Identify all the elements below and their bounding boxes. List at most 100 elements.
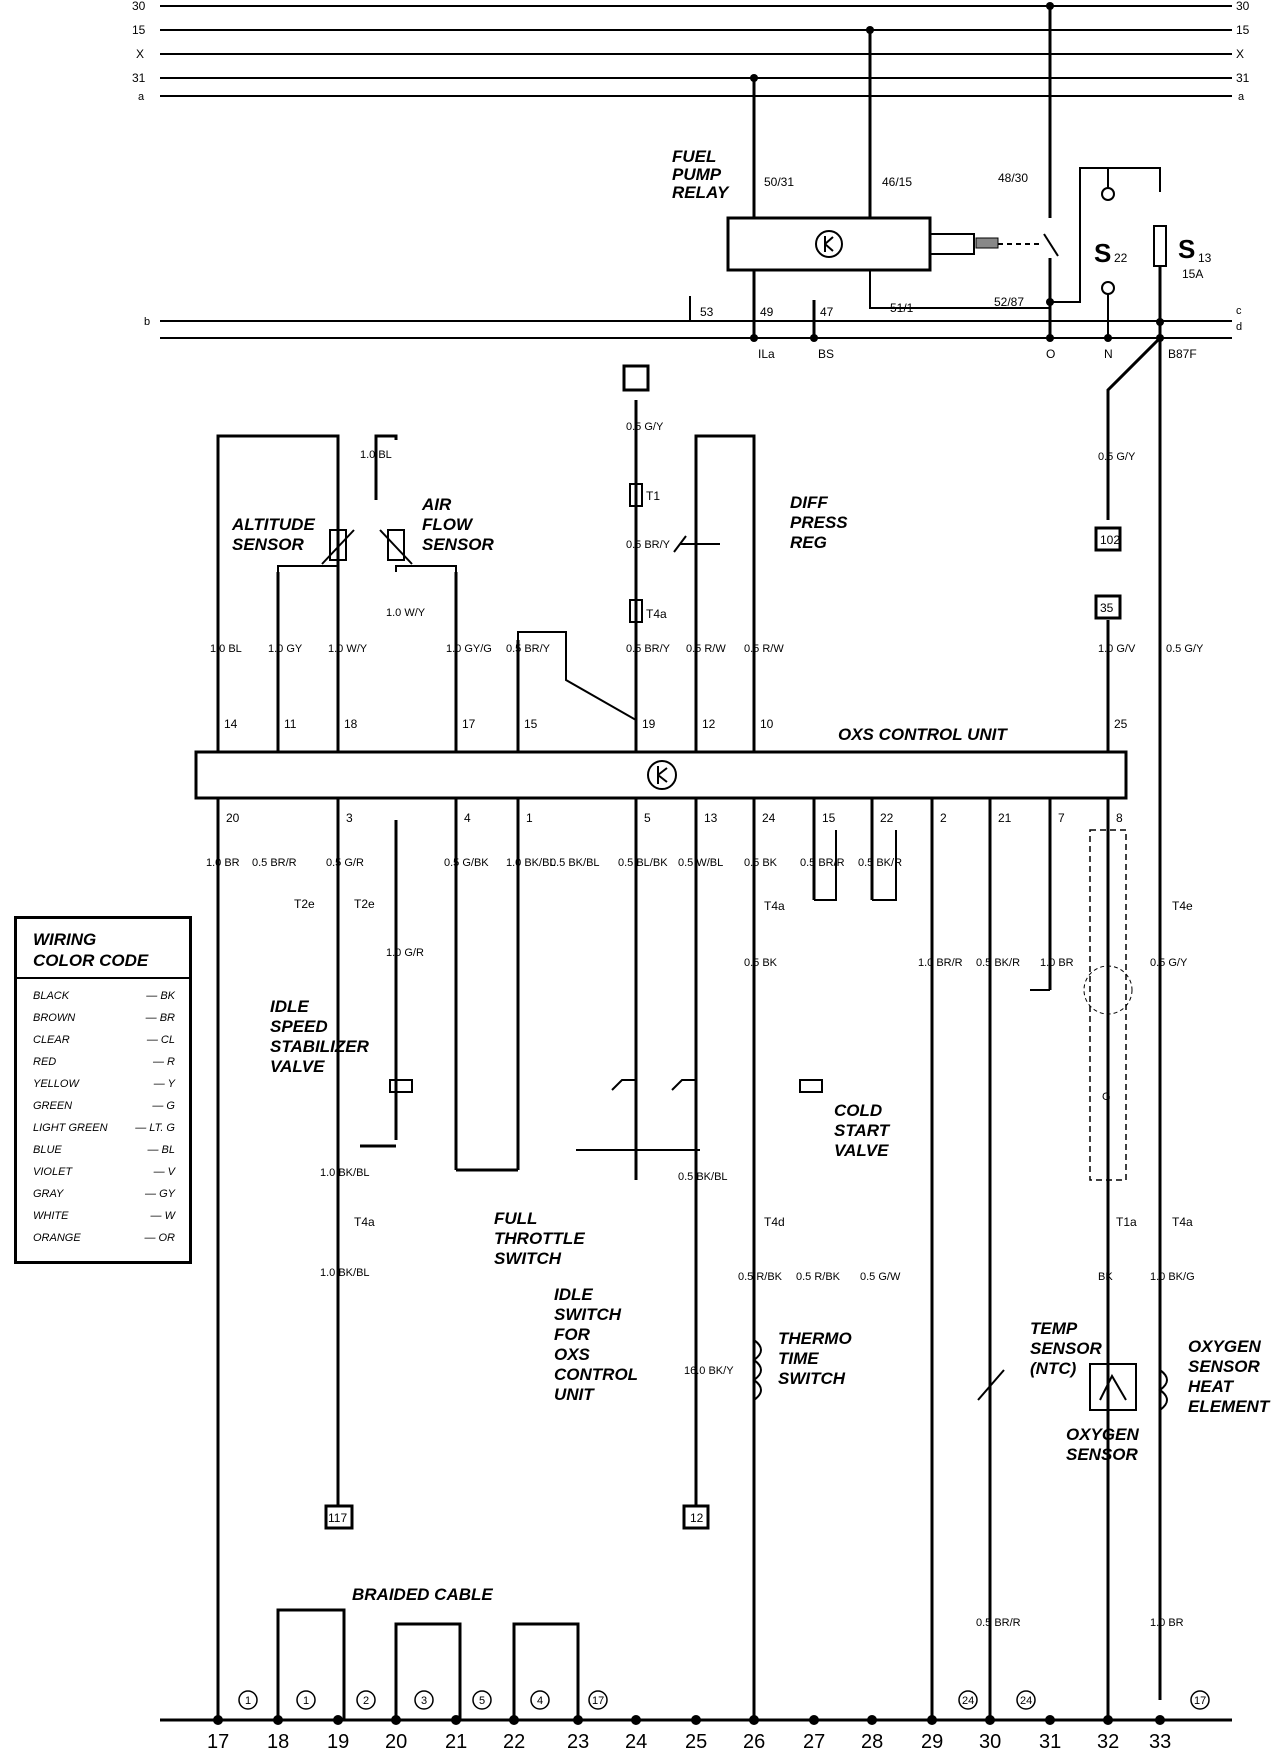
legend-color-name: RED <box>33 1056 57 1068</box>
wire-b2-label: 1.0 BR/R <box>918 957 963 969</box>
idle-switch-label-4: OXS <box>554 1345 591 1364</box>
wire-b24-label: 0.5 BK <box>744 857 778 869</box>
top-pin-11: 11 <box>284 717 297 731</box>
idle-switch-label-6: UNIT <box>554 1385 595 1404</box>
ground-ref-circle-5 <box>530 1690 550 1710</box>
wire-bkbl3-label: 0.5 BK/BL <box>678 1171 728 1183</box>
wire-gy-t1-label: 0.5 G/Y <box>626 421 664 433</box>
wire-14-label: 1.0 BL <box>210 643 242 655</box>
thermo-label-2: TIME <box>778 1349 819 1368</box>
connector-o: O <box>1046 347 1055 361</box>
oxs-control-unit: OXS CONTROL UNIT <box>194 725 1128 800</box>
ground-junction-28 <box>867 1715 877 1725</box>
top-pin-12: 12 <box>702 717 716 731</box>
bottom-pin-13: 13 <box>704 811 718 825</box>
ground-junction-17 <box>213 1715 223 1725</box>
top-pin-17: 17 <box>462 717 476 731</box>
top-pin-19: 19 <box>642 717 656 731</box>
track-number-26: 26 <box>743 1731 765 1753</box>
legend-color-code: — BL <box>147 1144 175 1156</box>
track-number-22: 22 <box>503 1731 525 1753</box>
connector-t2e-2: T2e <box>354 897 375 911</box>
wire-g-label: G <box>1102 1091 1111 1103</box>
track-number-32: 32 <box>1097 1731 1119 1753</box>
legend-row: BROWN— BR <box>17 1007 189 1029</box>
track-number-29: 29 <box>921 1731 943 1753</box>
bottom-pin-2: 2 <box>940 811 947 825</box>
connector-t4a-left: T4a <box>354 1215 375 1229</box>
wire-bkg-label: 1.0 BK/G <box>1150 1271 1195 1283</box>
legend-row: ORANGE— OR <box>17 1227 189 1249</box>
wire-b13-label: 0.5 W/BL <box>678 857 723 869</box>
heat-element-label-4: ELEMENT <box>1188 1397 1271 1416</box>
legend-row: YELLOW— Y <box>17 1073 189 1095</box>
legend-color-code: — CL <box>146 1034 175 1046</box>
wire-102-label: 0.5 G/Y <box>1098 451 1136 463</box>
wire-bk-label: BK <box>1098 1271 1113 1283</box>
wire-b16-label: 16.0 BK/Y <box>684 1365 734 1377</box>
ground-junction-29 <box>927 1715 937 1725</box>
idle-switch-label-3: FOR <box>554 1325 591 1344</box>
bus-label-15-right: 15 <box>1236 23 1250 37</box>
wire-25-label: 1.0 G/V <box>1098 643 1136 655</box>
fuse-s22: S <box>1094 238 1111 268</box>
ground-ref-7: 24 <box>962 1695 974 1707</box>
legend-color-name: BLACK <box>33 990 70 1002</box>
idle-switch-label-1: IDLE <box>554 1285 593 1304</box>
legend-row: GREEN— G <box>17 1095 189 1117</box>
legend-color-code: — W <box>150 1210 175 1222</box>
track-number-31: 31 <box>1039 1731 1061 1753</box>
ground-ref-circle-3 <box>414 1690 434 1710</box>
bottom-pin-24: 24 <box>762 811 776 825</box>
bottom-pin-20: 20 <box>226 811 240 825</box>
wire-bl-label: 1.0 BL <box>360 449 392 461</box>
temp-sensor-label-2: SENSOR <box>1030 1339 1103 1358</box>
full-throttle-label-1: FULL <box>494 1209 537 1228</box>
connector-ila: ILa <box>758 347 775 361</box>
legend-color-name: GREEN <box>33 1100 73 1112</box>
track-number-20: 20 <box>385 1731 407 1753</box>
bus-label-31-right: 31 <box>1236 71 1250 85</box>
idle-valve-label-2: SPEED <box>270 1017 328 1036</box>
box-117: 117 <box>328 1511 347 1525</box>
ground-ref-circle-4 <box>472 1690 492 1710</box>
wire-b3-label: 0.5 G/R <box>326 857 364 869</box>
bottom-pin-1: 1 <box>526 811 533 825</box>
top-pin-10: 10 <box>760 717 774 731</box>
relay-pin-51: 51/1 <box>890 301 914 315</box>
bus-label-x-right: X <box>1236 47 1244 61</box>
wire-b7-label: 1.0 BR <box>1040 957 1074 969</box>
diff-label-1: DIFF <box>790 493 828 512</box>
connector-b87f: B87F <box>1168 347 1197 361</box>
relay-pin-47: 47 <box>820 305 834 319</box>
wire-15-label: 0.5 BR/Y <box>506 643 551 655</box>
top-pin-14: 14 <box>224 717 238 731</box>
wire-b24b-label: 0.5 BK <box>744 957 778 969</box>
track-number-27: 27 <box>803 1731 825 1753</box>
track-number-33: 33 <box>1149 1731 1171 1753</box>
legend-title-line-2: COLOR CODE <box>33 951 149 970</box>
legend-row: CLEAR— CL <box>17 1029 189 1051</box>
braided-cable-label: BRAIDED CABLE <box>352 1585 493 1604</box>
box-35: 35 <box>1100 601 1114 615</box>
fuse-s13-number: 13 <box>1198 251 1212 265</box>
temp-sensor-label-1: TEMP <box>1030 1319 1078 1338</box>
airflow-label-2: FLOW <box>422 515 474 534</box>
wire-wy-label: 1.0 W/Y <box>386 607 426 619</box>
wire-rbk2-label: 0.5 R/BK <box>796 1271 841 1283</box>
ground-ref-2: 2 <box>363 1695 369 1707</box>
bottom-pin-22: 22 <box>880 811 894 825</box>
relay-title-1: FUEL <box>672 147 716 166</box>
wire-b20-label: 1.0 BR <box>206 857 240 869</box>
ground-ref-8: 24 <box>1020 1695 1032 1707</box>
ground-ref-circle-8 <box>1016 1690 1036 1710</box>
connector-t1a: T1a <box>1116 1215 1137 1229</box>
fuel-pump-relay: FUEL PUMP RELAY 50/31 46/15 48/30 53 49 … <box>672 26 1050 342</box>
wire-b5-label: 0.5 BL/BK <box>618 857 668 869</box>
ground-ref-circle-7 <box>958 1690 978 1710</box>
track-number-17: 17 <box>207 1731 229 1753</box>
heat-element-label-3: HEAT <box>1188 1377 1235 1396</box>
